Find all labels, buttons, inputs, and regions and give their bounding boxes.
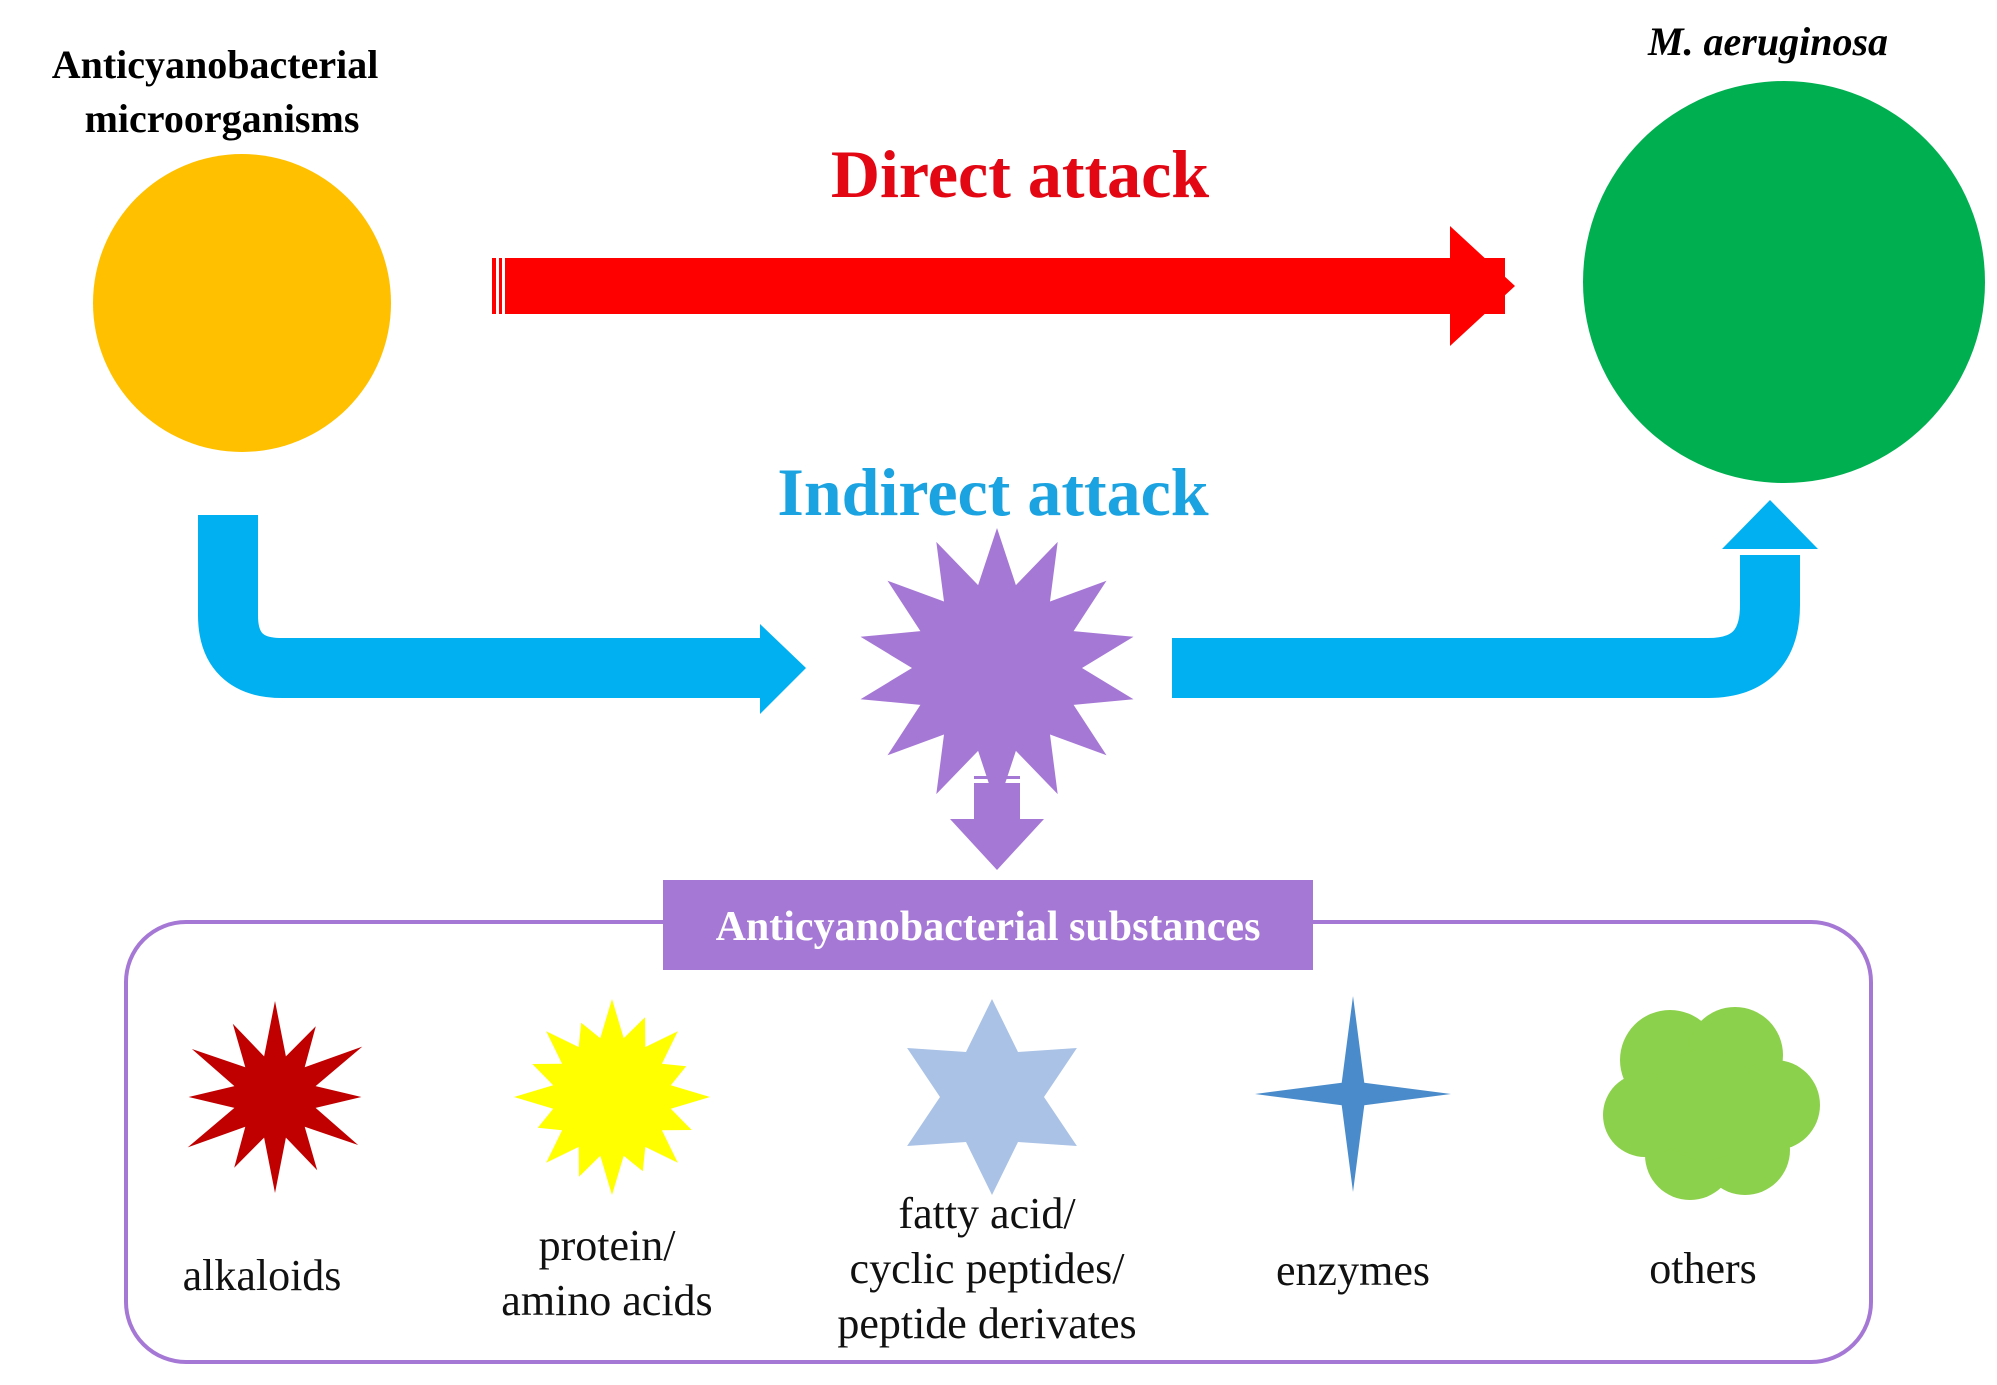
- direct-attack-arrow: [492, 226, 1515, 346]
- cloud-icon: [1603, 1007, 1820, 1200]
- source-label-line2: microorganisms: [85, 96, 360, 141]
- direct-attack-label: Direct attack: [831, 136, 1209, 212]
- substances-banner-label: Anticyanobacterial substances: [716, 904, 1261, 950]
- substance-label-enzymes: enzymes: [1276, 1246, 1430, 1295]
- indirect-arrow-left: [198, 515, 765, 698]
- indirect-arrow-left-head: [760, 624, 806, 714]
- substance-label-alkaloids: alkaloids: [183, 1251, 342, 1300]
- indirect-arrow-right: [1172, 555, 1800, 698]
- target-circle: [1583, 81, 1985, 483]
- indirect-attack-label: Indirect attack: [777, 454, 1208, 530]
- down-arrow: [950, 776, 1044, 870]
- substance-label-fatty-line2: cyclic peptides/: [850, 1244, 1126, 1293]
- yellow-burst-icon: [514, 999, 710, 1195]
- target-label: M. aeruginosa: [1647, 19, 1888, 64]
- substances-banner: [663, 880, 1313, 970]
- purple-star-burst-icon: [860, 528, 1134, 808]
- substance-label-others: others: [1649, 1244, 1757, 1293]
- dark-red-burst-icon: [187, 1001, 363, 1193]
- source-label-line1: Anticyanobacterial: [52, 42, 379, 87]
- four-point-star-icon: [1255, 996, 1451, 1192]
- substance-label-protein-line2: amino acids: [501, 1276, 712, 1325]
- substance-label-fatty-line3: peptide derivates: [837, 1299, 1136, 1348]
- six-point-star-icon: [907, 999, 1077, 1195]
- indirect-arrow-right-head: [1722, 500, 1818, 549]
- substance-label-fatty-line1: fatty acid/: [898, 1189, 1076, 1238]
- substance-label-protein-line1: protein/: [539, 1221, 677, 1270]
- source-circle: [93, 154, 391, 452]
- indirect-attack-arrows: [198, 500, 1818, 714]
